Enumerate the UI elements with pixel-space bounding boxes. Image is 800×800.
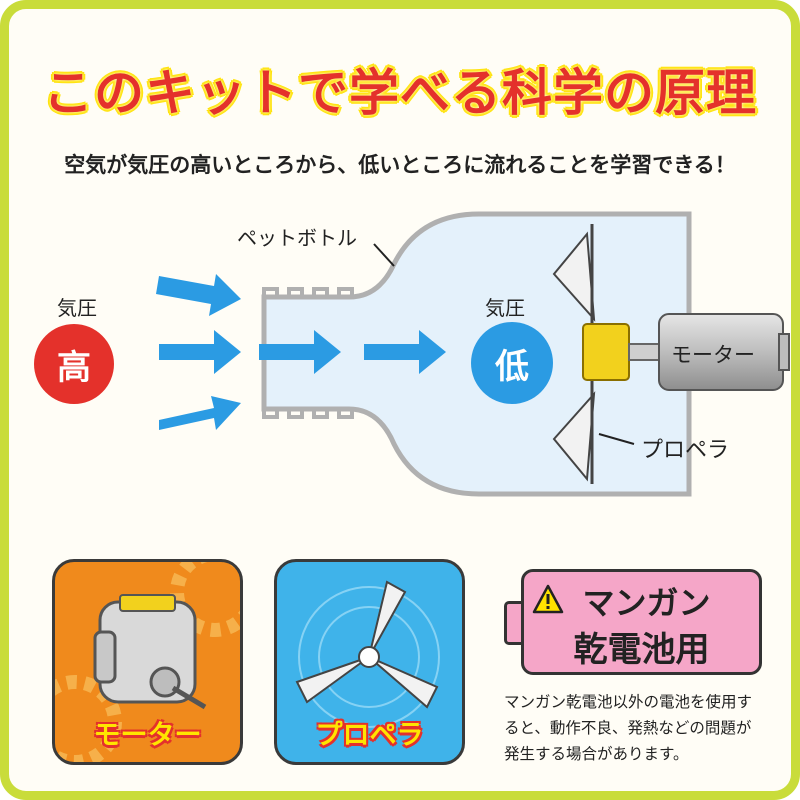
manganese-battery-badge: マンガン 乾電池用: [521, 569, 762, 675]
page-title: このキットで学べる科学の原理: [43, 64, 757, 122]
bottle-threads: [262, 287, 354, 419]
propeller-label: プロペラ: [641, 438, 730, 463]
high-pressure-badge: 高: [34, 324, 114, 404]
propeller-panel-label: プロペラ: [315, 720, 424, 751]
left-pressure-label: 気圧: [57, 296, 97, 320]
page-subtitle: 空気が気圧の高いところから、低いところに流れることを学習できる！: [64, 153, 736, 177]
propeller-hub: [582, 323, 630, 381]
battery-type-line2: 乾電池用: [573, 630, 710, 670]
motor-panel-label: モーター: [93, 720, 202, 751]
motor-panel: モーター: [52, 559, 243, 765]
motor-shaft: [628, 343, 662, 361]
low-pressure-badge: 低: [471, 322, 553, 404]
right-pressure-label: 気圧: [485, 296, 525, 320]
arrow-icon: [159, 330, 241, 374]
motor-label: モーター: [671, 343, 755, 367]
motor-illustration: [55, 562, 240, 762]
propeller-panel: プロペラ: [274, 559, 465, 765]
battery-terminal: [504, 601, 525, 645]
bottle-label: ペットボトル: [237, 226, 357, 250]
motor-terminal: [778, 333, 790, 371]
arrow-icon: [159, 396, 241, 430]
arrow-icon: [156, 274, 241, 316]
arrow-icon: [364, 330, 446, 374]
battery-warning-text: マンガン乾電池以外の電池を使用すると、動作不良、発熱などの問題が発生する場合があ…: [504, 693, 753, 763]
arrow-icon: [259, 330, 341, 374]
battery-type-line1: マンガン: [582, 584, 711, 622]
airflow-diagram: ペットボトル 気圧 高 気圧 低 モーター プロペラ: [9, 194, 791, 524]
airflow-arrows: [156, 274, 446, 430]
propeller-illustration: [295, 580, 440, 728]
warning-icon: [532, 584, 564, 614]
propeller-pointer-line: [598, 433, 635, 445]
bottle-pointer-line: [373, 243, 395, 267]
